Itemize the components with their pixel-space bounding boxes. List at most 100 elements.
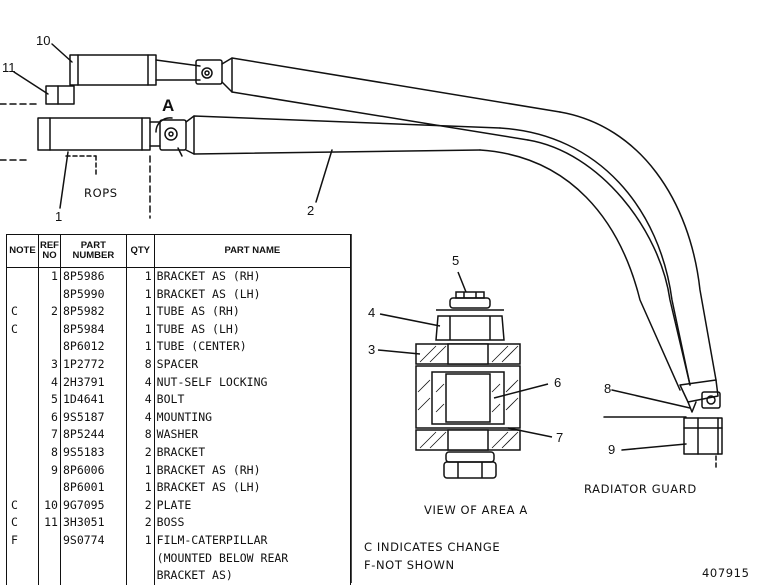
cell-qty: 1 (125, 461, 155, 480)
cell-ref: 5 (37, 391, 61, 409)
cell-qty: 1 (125, 303, 155, 321)
cell-note (6, 461, 39, 480)
cell-note (6, 479, 39, 497)
cell-note (6, 567, 39, 585)
cell-note (6, 549, 39, 568)
cell-part-number: 3H3051 (59, 514, 127, 532)
cell-part-number: 8P6001 (59, 479, 127, 497)
callout-6: 6 (554, 375, 562, 390)
bracket-lower (37, 117, 161, 151)
cell-qty: 4 (125, 373, 155, 392)
cell-note (6, 338, 39, 356)
cell-part-number: 1D4641 (59, 391, 127, 409)
cell-ref (37, 479, 61, 497)
cell-part-name: MOUNTING (153, 408, 352, 427)
cell-part-name: BRACKET (153, 443, 352, 462)
cell-ref (37, 338, 61, 356)
cell-qty: 2 (125, 443, 155, 462)
callout-10: 10 (36, 33, 51, 48)
cell-qty (125, 549, 155, 568)
tube-upper (221, 57, 717, 386)
cell-part-name: TUBE AS (RH) (153, 303, 352, 321)
cell-part-name: NUT-SELF LOCKING (153, 373, 352, 392)
cell-part-number: 1P2772 (59, 355, 127, 374)
cell-part-name: TUBE (CENTER) (153, 338, 352, 356)
cell-part-name: BRACKET AS (LH) (153, 285, 352, 304)
cell-qty: 4 (125, 391, 155, 409)
callout-1: 1 (55, 209, 63, 224)
cell-ref: 4 (37, 373, 61, 392)
cell-part-name: BRACKET AS (RH) (153, 267, 352, 286)
table-header-row: NOTE REF NO PART NUMBER QTY PART NAME (6, 234, 352, 268)
cell-part-number: 8P5990 (59, 285, 127, 304)
header-qty: QTY (125, 234, 155, 268)
cell-qty: 2 (125, 496, 155, 515)
callout-11: 11 (2, 60, 16, 75)
cell-part-name: BRACKET AS) (153, 567, 352, 585)
cell-ref (37, 567, 61, 585)
callout-9: 9 (608, 442, 616, 457)
cell-part-number: 9S5183 (59, 443, 127, 462)
cell-ref: 8 (37, 443, 61, 462)
section-hatching (417, 345, 519, 449)
cell-note: C (6, 303, 39, 321)
cell-note (6, 408, 39, 427)
cell-part-name: SPACER (153, 355, 352, 374)
cell-part-name: FILM-CATERPILLAR (153, 531, 352, 550)
cell-qty: 1 (125, 531, 155, 550)
cell-qty: 1 (125, 338, 155, 356)
header-ref: REF NO (37, 234, 61, 268)
cell-part-number: 9G7095 (59, 496, 127, 515)
cell-part-number: 8P6012 (59, 338, 127, 356)
cell-qty (125, 567, 155, 585)
view-caption: VIEW OF AREA A (424, 503, 528, 517)
header-part-number: PART NUMBER (59, 234, 127, 268)
cell-part-name: BOSS (153, 514, 352, 532)
table-row: (MOUNTED BELOW REAR (6, 549, 352, 568)
upper-tube-eye (195, 59, 223, 85)
cell-ref: 10 (37, 496, 61, 515)
cell-part-number: 2H3791 (59, 373, 127, 392)
area-a-marker: A (162, 96, 175, 115)
cell-ref: 3 (37, 355, 61, 374)
section-view-area-a (377, 271, 553, 479)
cell-note (6, 373, 39, 392)
boss-upper (45, 85, 75, 105)
cell-note (6, 355, 39, 374)
cell-ref (37, 549, 61, 568)
header-part-name: PART NAME (153, 234, 352, 268)
cell-part-name: PLATE (153, 496, 352, 515)
cell-qty: 1 (125, 320, 155, 339)
table-row: BRACKET AS) (6, 567, 352, 585)
radiator-guard-label: RADIATOR GUARD (584, 482, 697, 496)
cell-part-number: 9S5187 (59, 408, 127, 427)
cell-part-name: BRACKET AS (LH) (153, 479, 352, 497)
cell-qty: 8 (125, 426, 155, 444)
cell-part-name: WASHER (153, 426, 352, 444)
cell-ref: 1 (37, 267, 61, 286)
callout-8: 8 (604, 381, 612, 396)
cell-ref (37, 285, 61, 304)
callout-7: 7 (556, 430, 564, 445)
cell-part-number: 8P5982 (59, 303, 127, 321)
cell-note (6, 443, 39, 462)
cell-qty: 1 (125, 285, 155, 304)
cell-part-number (59, 549, 127, 568)
cell-part-name: BOLT (153, 391, 352, 409)
cell-part-number: 8P5244 (59, 426, 127, 444)
cell-qty: 1 (125, 267, 155, 286)
callout-4: 4 (368, 305, 376, 320)
cell-ref: 11 (37, 514, 61, 532)
cell-ref: 9 (37, 461, 61, 480)
